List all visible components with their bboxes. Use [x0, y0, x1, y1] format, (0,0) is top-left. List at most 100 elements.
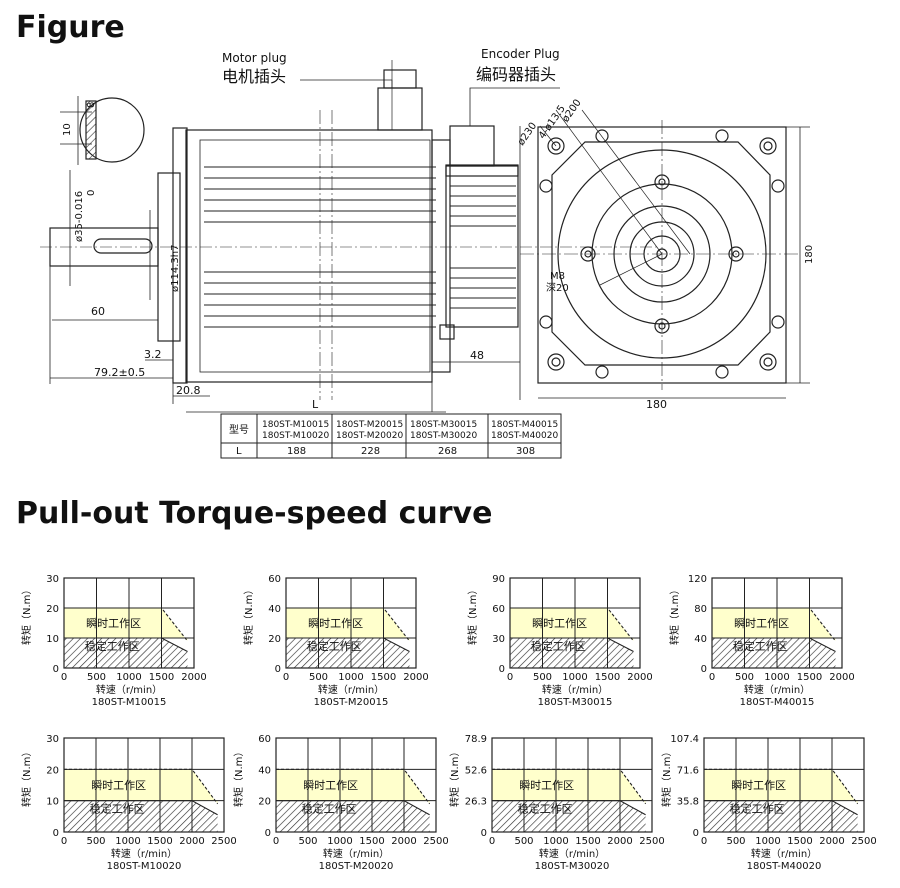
- chart-title: 180ST-M20020: [319, 861, 394, 872]
- encoder-housing: [445, 164, 519, 328]
- x-tick-label: 500: [735, 672, 754, 683]
- table-header-label: 型号: [229, 423, 249, 436]
- table-model-4a: 180ST-M40015: [491, 420, 558, 430]
- peak-zone-label: 瞬时工作区: [519, 779, 574, 792]
- x-tick-label: 1000: [562, 672, 587, 683]
- y-axis-label: 转矩（N.m）: [448, 747, 461, 807]
- y-tick-label: 40: [258, 765, 271, 776]
- peak-zone-area: [492, 769, 646, 804]
- rated-zone-label: 稳定工作区: [90, 802, 145, 816]
- y-tick-label: 30: [46, 734, 59, 745]
- x-tick-label: 2000: [627, 672, 652, 683]
- peak-torque-line: [712, 607, 836, 642]
- dim-bottom-180: 180: [646, 398, 667, 411]
- dim-shaft-dia-0: 0: [86, 190, 97, 196]
- rated-zone-area: [64, 638, 188, 668]
- plot-frame: [285, 577, 417, 669]
- x-tick-label: 0: [283, 672, 289, 683]
- dim-L: L: [312, 398, 319, 411]
- x-axis-label: 转速（r/min）: [96, 683, 162, 696]
- y-axis-label: 转矩（N.m）: [660, 747, 673, 807]
- x-tick-label: 1000: [327, 836, 352, 847]
- rated-zone-label: 稳定工作区: [307, 639, 362, 653]
- peak-zone-label: 瞬时工作区: [86, 617, 141, 630]
- y-axis-label: 转矩（N.m）: [20, 585, 33, 645]
- x-tick-label: 0: [709, 672, 715, 683]
- peak-torque-line: [64, 607, 188, 642]
- y-tick-label: 78.9: [465, 734, 487, 745]
- peak-zone-label: 瞬时工作区: [734, 617, 789, 630]
- peak-torque-line: [492, 768, 647, 805]
- x-tick-label: 0: [507, 672, 513, 683]
- rated-torque-line: [492, 800, 646, 816]
- plot-frame: [509, 577, 641, 669]
- dim-side-180: 180: [804, 245, 815, 264]
- table-model-3a: 180ST-M30015: [410, 420, 477, 430]
- shaft-key: [85, 100, 97, 160]
- rated-torque-line: [712, 637, 836, 652]
- y-tick-label: 107.4: [670, 734, 699, 745]
- y-tick-label: 0: [499, 664, 505, 675]
- peak-zone-area: [712, 608, 836, 641]
- x-axis-label: 转速（r/min）: [111, 847, 177, 860]
- chart-title: 180ST-M40020: [747, 861, 822, 872]
- y-tick-label: 20: [268, 634, 281, 645]
- dim-key-8: 8: [86, 102, 97, 108]
- y-tick-label: 0: [53, 664, 59, 675]
- dim-79-2: 79.2±0.5: [94, 366, 145, 379]
- x-tick-label: 2000: [403, 672, 428, 683]
- plot-frame: [63, 737, 225, 833]
- shaft-section-circle: [79, 97, 145, 163]
- x-tick-label: 2000: [829, 672, 854, 683]
- x-axis-label: 转速（r/min）: [744, 683, 810, 696]
- table-length-1: 188: [287, 446, 306, 457]
- x-tick-label: 2500: [423, 836, 448, 847]
- x-tick-label: 1000: [755, 836, 780, 847]
- chart-title: 180ST-M10015: [92, 697, 167, 708]
- plot-frame: [491, 737, 653, 833]
- chart-title: 180ST-M30020: [535, 861, 610, 872]
- y-tick-label: 0: [481, 828, 487, 839]
- x-tick-label: 500: [309, 672, 328, 683]
- peak-zone-area: [64, 769, 218, 804]
- y-tick-label: 60: [492, 604, 505, 615]
- peak-torque-line: [64, 768, 219, 805]
- dim-m8-depth: 深20: [546, 282, 569, 294]
- y-tick-label: 30: [492, 634, 505, 645]
- figure-heading: Figure: [16, 10, 125, 45]
- table-length-2: 228: [361, 446, 380, 457]
- table-model-2b: 180ST-M20020: [336, 431, 403, 441]
- peak-torque-line: [704, 768, 859, 805]
- peak-zone-label: 瞬时工作区: [303, 779, 358, 792]
- x-tick-label: 2000: [181, 672, 206, 683]
- motor-plug-cn-label: 电机插头: [222, 67, 286, 86]
- rated-zone-label: 稳定工作区: [730, 802, 785, 816]
- rated-zone-label: 稳定工作区: [302, 802, 357, 816]
- y-tick-label: 71.6: [677, 765, 699, 776]
- x-tick-label: 1000: [543, 836, 568, 847]
- chart-title: 180ST-M10020: [107, 861, 182, 872]
- x-tick-label: 2000: [391, 836, 416, 847]
- y-tick-label: 0: [693, 828, 699, 839]
- x-tick-label: 2000: [179, 836, 204, 847]
- peak-zone-area: [64, 608, 188, 641]
- plot-frame: [63, 577, 195, 669]
- y-tick-label: 40: [694, 634, 707, 645]
- x-axis-label: 转速（r/min）: [323, 847, 389, 860]
- rated-zone-label: 稳定工作区: [733, 639, 788, 653]
- rated-zone-label: 稳定工作区: [531, 639, 586, 653]
- x-axis-label: 转速（r/min）: [542, 683, 608, 696]
- dim-230: ø230: [516, 121, 539, 148]
- x-tick-label: 2500: [639, 836, 664, 847]
- x-tick-label: 2000: [607, 836, 632, 847]
- rated-zone-area: [492, 800, 646, 832]
- chart-title: 180ST-M40015: [740, 697, 815, 708]
- y-axis-label: 转矩（N.m）: [668, 585, 681, 645]
